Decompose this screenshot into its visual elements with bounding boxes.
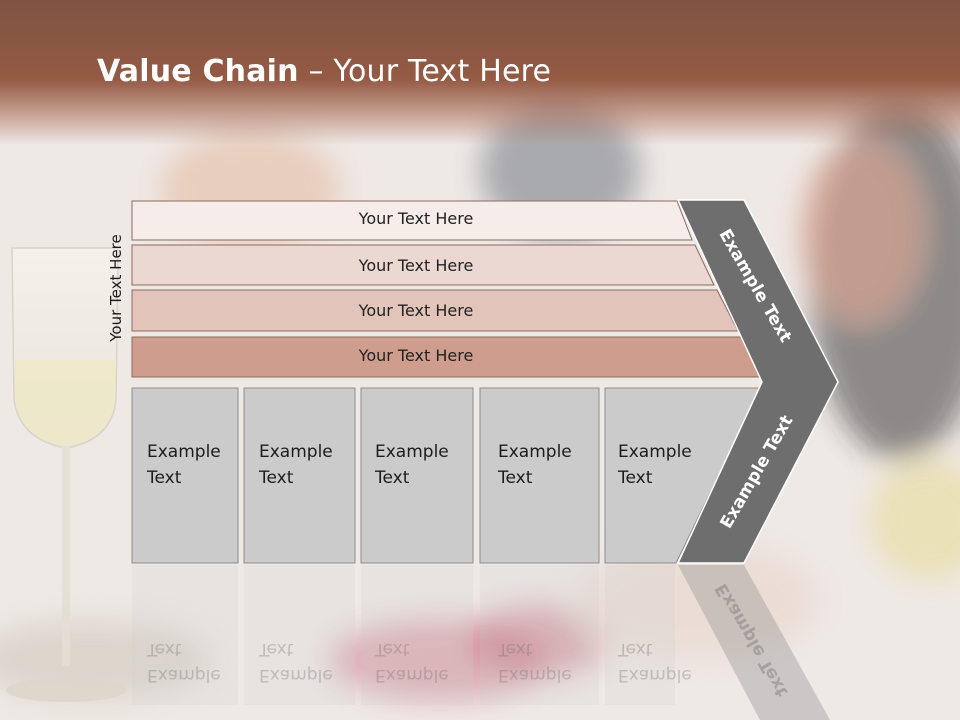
box-4-reflection: Example Text (498, 636, 598, 688)
reflection (132, 565, 675, 705)
box-1-reflection-line2: Text (147, 639, 182, 659)
box-2-reflection: Example Text (259, 636, 359, 688)
row-1-shape (131, 200, 693, 241)
box-1-line2: Text (147, 468, 182, 488)
box-3-reflection: Example Text (375, 636, 475, 688)
box-2-reflection-line2: Text (259, 639, 294, 659)
row-2-label: Your Text Here (358, 256, 474, 275)
box-4-reflection-line2: Text (498, 639, 533, 659)
box-5-line2: Text (618, 468, 653, 488)
box-3-line1: Example (375, 442, 449, 462)
box-2-shape (243, 387, 356, 564)
box-5-shape (604, 387, 762, 564)
box-5-reflection-line2: Text (618, 639, 653, 659)
box-4-line1: Example (498, 442, 572, 462)
title-band (0, 0, 960, 145)
row-4-label: Your Text Here (358, 346, 474, 365)
box-2-reflection-line1: Example (259, 665, 333, 685)
box-4-reflection-line1: Example (498, 665, 572, 685)
row-3-label: Your Text Here (358, 301, 474, 320)
box-2-line1: Example (259, 442, 333, 462)
slide-title: Value Chain – Your Text Here (97, 54, 551, 89)
row-1-label: Your Text Here (358, 209, 474, 228)
title-rest: Your Text Here (333, 54, 552, 89)
box-4-shape (479, 387, 600, 564)
box-5-line1: Example (618, 442, 692, 462)
box-3-reflection-line1: Example (375, 665, 449, 685)
box-5-reflection: Example Text (618, 636, 718, 688)
box-3-reflection-line2: Text (375, 639, 410, 659)
box-3-shape (360, 387, 474, 564)
side-label: Your Text Here (107, 234, 125, 342)
row-2-shape (131, 244, 715, 286)
box-1-reflection-line1: Example (147, 665, 221, 685)
box-2-line2: Text (259, 468, 294, 488)
box-3-line2: Text (375, 468, 410, 488)
box-1-line1: Example (147, 442, 221, 462)
box-5-reflection-line1: Example (618, 665, 692, 685)
chevron-shape (676, 199, 839, 564)
box-1-shape (131, 387, 239, 564)
chevron-reflection (678, 565, 830, 720)
box-4-line2: Text (498, 468, 533, 488)
title-separator: – (298, 54, 334, 89)
title-bold: Value Chain (97, 54, 299, 89)
champagne-glass (6, 247, 126, 702)
box-1-reflection: Example Text (147, 636, 247, 688)
